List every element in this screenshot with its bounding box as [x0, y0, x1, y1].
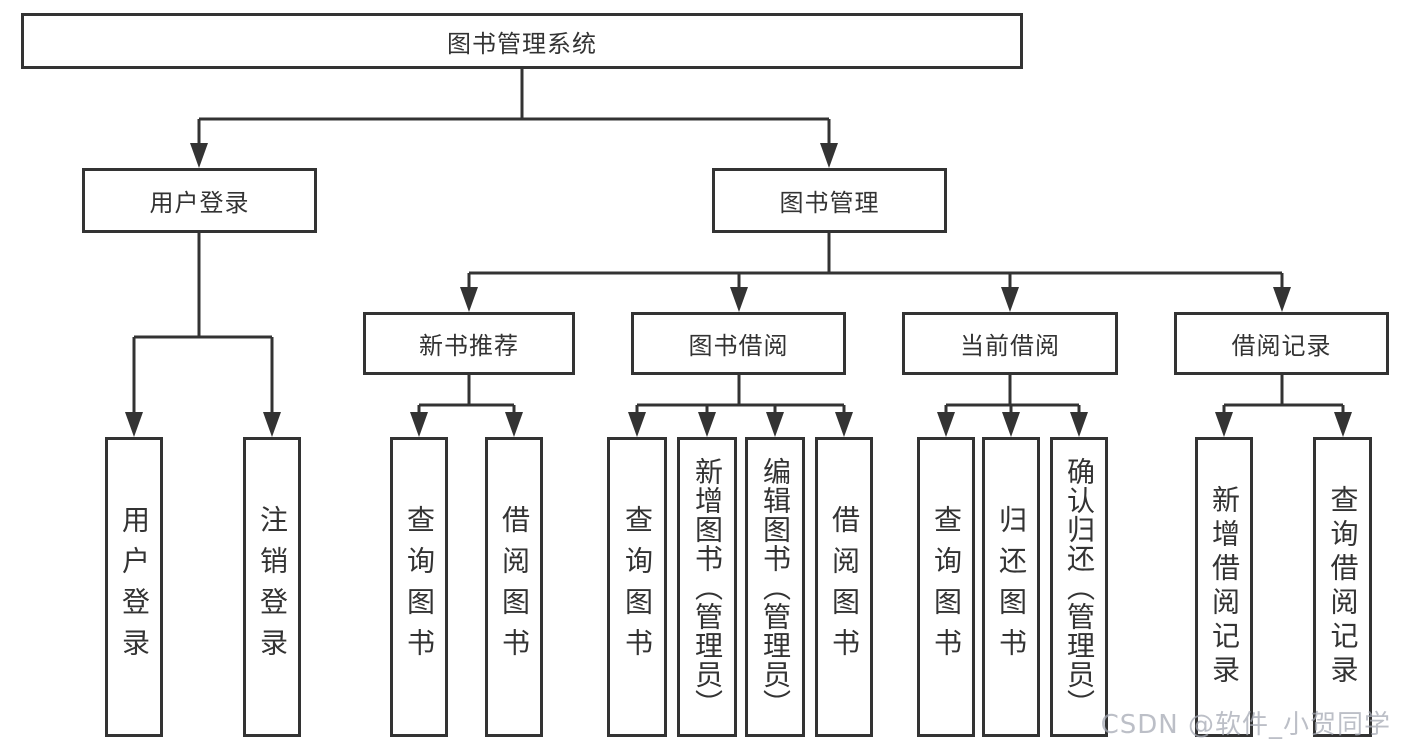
leaf-add-borrow-record: 新增借阅记录	[1195, 437, 1253, 737]
leaf-edit-book-admin: 编辑图书（管理员）	[745, 437, 805, 737]
leaf-confirm-return-admin: 确认归还（管理员）	[1050, 437, 1108, 737]
leaf-add-book-admin: 新增图书（管理员）	[677, 437, 737, 737]
arrowheads	[125, 143, 1352, 437]
node-user-login: 用户登录	[82, 168, 317, 233]
leaf-logout: 注销登录	[243, 437, 301, 737]
node-book-management: 图书管理	[712, 168, 947, 233]
leaf-query-books-recommend: 查询图书	[390, 437, 448, 737]
leaf-borrow-books-recommend: 借阅图书	[485, 437, 543, 737]
csdn-watermark: CSDN @软件_小贺同学	[1100, 710, 1391, 740]
leaf-user-login: 用户登录	[105, 437, 163, 737]
node-book-borrow: 图书借阅	[631, 312, 846, 375]
leaf-return-book: 归还图书	[982, 437, 1040, 737]
node-current-borrow: 当前借阅	[902, 312, 1118, 375]
leaf-query-books-borrow: 查询图书	[607, 437, 667, 737]
node-borrow-records: 借阅记录	[1174, 312, 1389, 375]
node-new-book-recommend: 新书推荐	[363, 312, 575, 375]
leaf-borrow-books: 借阅图书	[815, 437, 873, 737]
leaf-query-borrow-record: 查询借阅记录	[1313, 437, 1372, 737]
leaf-query-books-current: 查询图书	[917, 437, 975, 737]
node-library-management-system: 图书管理系统	[21, 13, 1023, 69]
